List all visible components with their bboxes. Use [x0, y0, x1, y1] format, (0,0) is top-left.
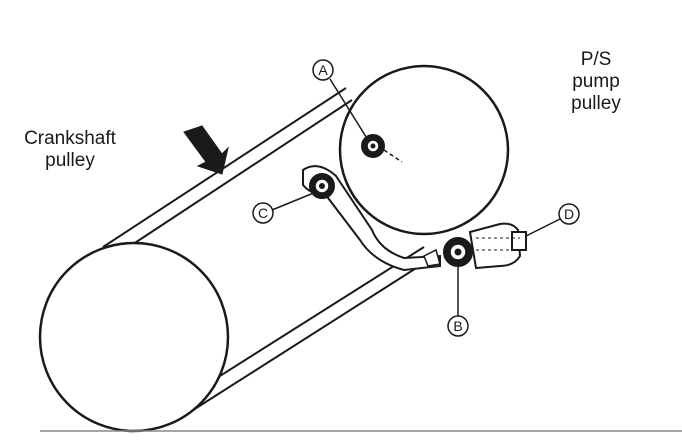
belt-upper-outer-edge [102, 87, 347, 248]
callout-a-letter: A [318, 62, 328, 78]
drive-belt [102, 87, 433, 413]
belt-lower-inner-edge [181, 246, 425, 401]
nut-a-dashed-line [383, 149, 403, 163]
crankshaft-pulley-label: Crankshaft pulley [10, 128, 130, 172]
callout-c: C [252, 202, 274, 224]
crankshaft-label-line1: Crankshaft [24, 128, 116, 149]
callout-a: A [312, 59, 334, 81]
adjusting-bolt-d [423, 222, 527, 270]
belt-upper-inner-edge [111, 99, 353, 259]
ps-label-line2: pump [572, 71, 620, 92]
crankshaft-pulley [38, 241, 230, 433]
ps-label-line1: P/S [580, 49, 612, 70]
lock-bolt-b [443, 237, 473, 267]
ps-label-line3: pulley [571, 93, 621, 114]
bolt-c [309, 173, 335, 199]
callout-c-letter: C [258, 205, 268, 221]
push-direction-arrow-icon [183, 125, 229, 175]
leader-a [329, 78, 369, 141]
leader-lines [271, 78, 563, 316]
callout-b: B [447, 315, 469, 337]
callout-b-letter: B [453, 318, 462, 334]
ps-pump-pulley [338, 64, 510, 236]
leader-d [525, 217, 563, 237]
pulley-nut-a [361, 134, 385, 158]
callout-d: D [558, 203, 580, 225]
leader-c [271, 191, 317, 211]
crankshaft-label-line2: pulley [45, 150, 95, 171]
callout-d-letter: D [564, 206, 574, 222]
ps-pump-pulley-label: P/S pump pulley [548, 49, 644, 115]
belt-lower-outer-edge [189, 257, 433, 413]
